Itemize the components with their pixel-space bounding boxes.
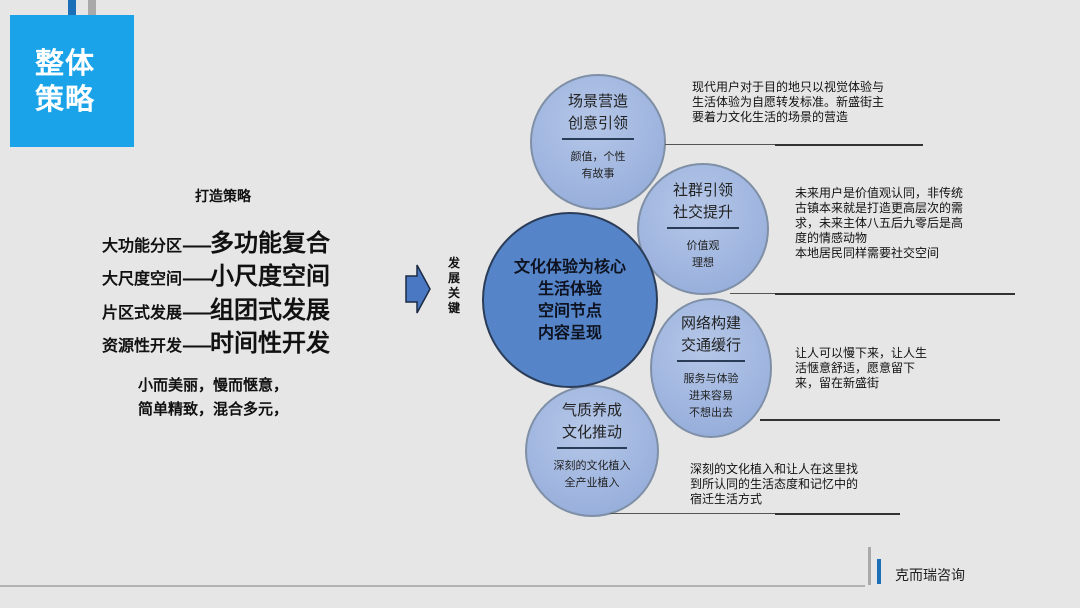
node-sub-2: 理想	[692, 256, 714, 269]
development-key-label: 发展关键	[447, 256, 460, 315]
node-title-2: 交通缓行	[680, 336, 741, 354]
strategy-row: 大功能分区 —— 多功能复合	[102, 226, 330, 258]
node-network: 网络构建 交通缓行 服务与体验 进来容易 不想出去	[650, 298, 772, 438]
top-accent-bar-blue	[68, 0, 76, 16]
node-title-2: 社交提升	[672, 203, 733, 221]
desc-line: 活惬意舒适，愿意留下	[795, 361, 916, 375]
strategy-dash: ——	[182, 269, 212, 288]
node-description-culture: 深刻的文化植入和让人在这里找 到所认同的生活态度和记忆中的 宿迁生活方式	[690, 462, 858, 507]
node-sub-1: 服务与体验	[683, 372, 739, 385]
title-line-1: 整体	[35, 46, 96, 80]
section-title-box: 整体 策略	[10, 15, 134, 147]
top-accent-bar-gray	[88, 0, 96, 16]
desc-line: 要着力文化生活的场景的营造	[692, 110, 849, 124]
desc-line: 未来用户是价值观认同，非传统	[795, 186, 964, 200]
desc-line: 度的情感动物	[795, 231, 868, 245]
desc-line: 来，留在新盛街	[795, 376, 880, 390]
connector-line	[760, 419, 1000, 421]
connector-line	[730, 293, 775, 294]
desc-line: 古镇本来就是打造更高层次的需	[795, 201, 964, 215]
strategy-to: 组团式发展	[210, 296, 331, 324]
right-arrow-icon	[405, 264, 431, 318]
connector-line	[665, 144, 775, 145]
strategy-to: 小尺度空间	[210, 262, 331, 290]
node-scene-creation: 场景营造 创意引领 颜值，个性 有故事	[530, 74, 666, 210]
strategy-dash: ——	[182, 336, 212, 355]
strategy-to: 多功能复合	[210, 229, 331, 257]
strategy-from: 资源性开发	[102, 336, 183, 355]
node-sub-1: 价值观	[686, 239, 720, 252]
node-title-1: 气质养成	[561, 401, 622, 419]
node-community: 社群引领 社交提升 价值观 理想	[637, 163, 769, 295]
slogan-line-2: 简单精致，混合多元，	[138, 400, 289, 418]
node-divider	[677, 360, 745, 362]
connector-line	[775, 513, 900, 515]
desc-line: 让人可以慢下来，让人生	[795, 346, 928, 360]
strategy-from: 大尺度空间	[102, 269, 183, 288]
strategy-heading: 打造策略	[195, 189, 251, 205]
node-sub-2: 全产业植入	[564, 476, 620, 489]
footer-accent-bar-gray	[868, 547, 871, 585]
node-title-2: 创意引领	[567, 114, 628, 132]
strategy-dash: ——	[182, 236, 212, 255]
core-line-4: 内容呈现	[537, 323, 602, 342]
node-title-1: 社群引领	[672, 181, 733, 199]
core-line-2: 生活体验	[537, 279, 602, 298]
connector-line	[610, 513, 775, 514]
node-description-scene: 现代用户对于目的地只以视觉体验与 生活体验为自愿转发标准。新盛街主 要着力文化生…	[692, 80, 884, 125]
core-line-3: 空间节点	[537, 301, 602, 320]
desc-line: 深刻的文化植入和让人在这里找	[690, 462, 859, 476]
strategy-row: 大尺度空间 —— 小尺度空间	[102, 259, 330, 291]
node-description-network: 让人可以慢下来，让人生 活惬意舒适，愿意留下 来，留在新盛街	[795, 346, 927, 391]
node-divider	[557, 447, 627, 449]
core-circle: 文化体验为核心 生活体验 空间节点 内容呈现	[482, 212, 658, 388]
footer-rule	[0, 585, 865, 587]
footer-brand: 克而瑞咨询	[895, 568, 965, 584]
strategy-dash: ——	[182, 303, 212, 322]
node-sub-3: 不想出去	[689, 406, 733, 419]
node-title-2: 文化推动	[561, 423, 622, 441]
slogan: 小而美丽，慢而惬意， 简单精致，混合多元，	[138, 373, 288, 421]
desc-line: 生活体验为自愿转发标准。新盛街主	[692, 95, 885, 109]
desc-line: 宿迁生活方式	[690, 492, 763, 506]
desc-line: 求，未来主体八五后九零后是高	[795, 216, 964, 230]
connector-line	[775, 293, 1015, 295]
node-divider	[667, 227, 739, 229]
node-title-1: 场景营造	[567, 92, 628, 110]
node-sub-1: 颜值，个性	[570, 150, 626, 163]
node-title-1: 网络构建	[680, 314, 741, 332]
slogan-line-1: 小而美丽，慢而惬意，	[138, 376, 289, 394]
page-title: 整体 策略	[35, 45, 105, 117]
connector-line	[775, 144, 923, 146]
node-culture: 气质养成 文化推动 深刻的文化植入 全产业植入	[525, 385, 659, 517]
node-sub-1: 深刻的文化植入	[553, 459, 631, 472]
node-description-community: 未来用户是价值观认同，非传统 古镇本来就是打造更高层次的需 求，未来主体八五后九…	[795, 186, 963, 261]
title-line-2: 策略	[35, 82, 96, 116]
desc-line: 到所认同的生活态度和记忆中的	[690, 477, 859, 491]
node-divider	[562, 138, 634, 140]
node-sub-2: 进来容易	[689, 389, 733, 402]
strategy-row: 片区式发展 —— 组团式发展	[102, 293, 330, 325]
node-sub-2: 有故事	[581, 167, 615, 180]
desc-line: 现代用户对于目的地只以视觉体验与	[692, 80, 885, 94]
footer-accent-bar-blue	[877, 559, 881, 584]
strategy-row: 资源性开发 —— 时间性开发	[102, 326, 330, 358]
strategy-to: 时间性开发	[210, 329, 331, 357]
core-line-1: 文化体验为核心	[513, 257, 626, 276]
strategy-from: 片区式发展	[102, 303, 183, 322]
desc-line: 本地居民同样需要社交空间	[795, 246, 940, 260]
strategy-from: 大功能分区	[102, 236, 183, 255]
